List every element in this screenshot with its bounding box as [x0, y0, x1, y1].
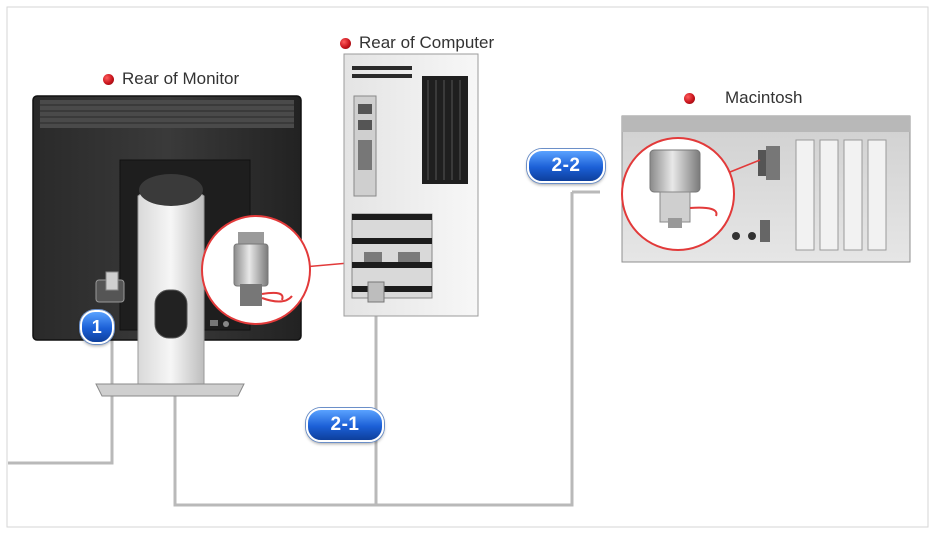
red-bullet-icon — [340, 38, 351, 49]
computer-rear-illustration — [344, 54, 478, 316]
badge-mac-cable: 2-2 — [527, 149, 605, 183]
red-bullet-icon — [684, 93, 695, 104]
macintosh-label: Macintosh — [684, 88, 802, 108]
rear-monitor-label: Rear of Monitor — [103, 69, 239, 89]
macintosh-text: Macintosh — [725, 88, 802, 108]
rear-computer-text: Rear of Computer — [359, 33, 494, 53]
red-bullet-icon — [103, 74, 114, 85]
badge-pc-cable: 2-1 — [306, 408, 384, 442]
badge-power: 1 — [80, 310, 114, 344]
rear-computer-label: Rear of Computer — [340, 33, 494, 53]
rear-monitor-text: Rear of Monitor — [122, 69, 239, 89]
